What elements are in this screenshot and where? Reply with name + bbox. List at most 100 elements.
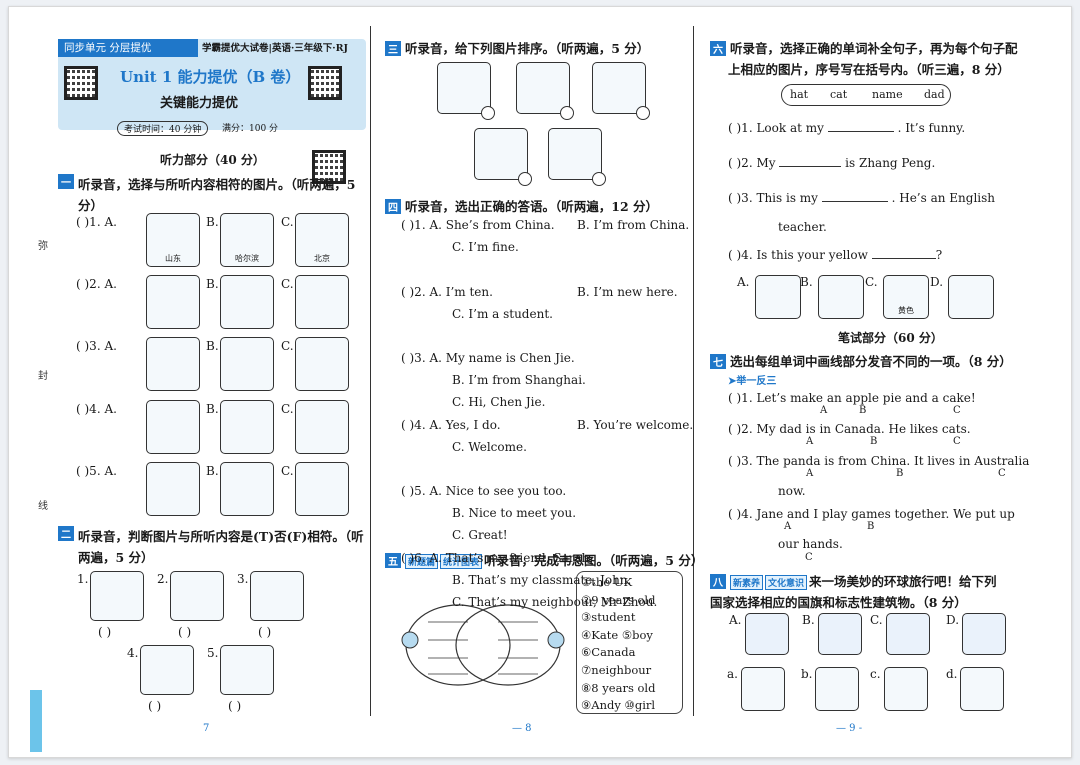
picture-option[interactable] [295,462,349,516]
s1-item: ( )2. A. [76,277,117,291]
s2-picture [220,645,274,695]
option-letter: d. [946,667,958,681]
answer-paren[interactable]: ( ) [148,699,162,713]
picture-option[interactable] [220,337,274,391]
picture-option[interactable] [220,400,274,454]
building-picture[interactable] [884,667,928,711]
picture-option[interactable] [146,462,200,516]
s4-option-b: B. I’m from Shanghai. [452,373,586,387]
section-number: 四 [385,199,401,214]
qr-code [64,66,98,100]
s6-post: . He’s an English [891,191,996,205]
section-number: 一 [58,174,74,189]
word: cat [830,88,848,101]
section-2-title: 二听录音，判断图片与所听内容是(T)否(F)相符。（听两遍，5 分） [58,526,368,568]
answer-paren[interactable]: ( ) [258,625,272,639]
s2-number: 5. [207,646,219,660]
s4-option-c: C. Hi, Chen Jie. [452,395,546,409]
section-1-title: 一听录音，选择与所听内容相符的图片。（听两遍，5 分） [58,174,358,216]
answer-blank[interactable] [827,131,894,132]
answer-blank[interactable] [779,166,842,167]
section-8-title-2: 国家选择相应的国旗和标志性建筑物。（8 分） [710,595,967,610]
s4-option-b: B. That’s my classmate, John. [452,572,632,587]
unit-title: Unit 1 能力提优（B 卷） [120,68,301,86]
section-text: 听录音，选择与所听内容相符的图片。（听两遍，5 分） [78,177,356,213]
picture-caption: 北京 [314,254,330,263]
option-letter: C. [281,464,294,478]
order-circle[interactable] [636,106,650,120]
picture-option[interactable] [146,337,200,391]
picture-option[interactable] [295,400,349,454]
flag-picture[interactable] [818,613,862,655]
marker-b: B [870,436,878,447]
s4-question: ( )2. A. I’m ten. [401,284,493,299]
picture-option[interactable] [295,275,349,329]
s2-number: 2. [157,572,169,586]
option-letter: b. [801,667,813,681]
flag-picture[interactable] [745,613,789,655]
picture-option[interactable] [295,337,349,391]
order-circle[interactable] [518,172,532,186]
exam-time: 考试时间：40 分钟 [117,121,209,136]
s6-picture[interactable] [948,275,994,319]
order-circle[interactable] [592,172,606,186]
option-letter: C. [281,402,294,416]
tag-culture: 文化意识 [765,575,808,590]
marker-b: B [896,468,904,479]
s2-picture [170,571,224,621]
binding-strip [30,690,42,752]
full-score: 满分：100 分 [222,124,279,134]
s6-post: ? [935,248,943,262]
s6-item: ( )2. My is Zhang Peng. [728,156,935,170]
qr-code [312,150,346,184]
picture-option[interactable] [220,275,274,329]
option-letter: C. [281,277,294,291]
picture-option[interactable] [146,400,200,454]
marker-a: A [820,405,828,416]
s4-question: ( )5. A. Nice to see you too. [401,484,567,498]
venn-options: ①the UK ②9 years old ③student ④Kate ⑤boy… [576,571,683,714]
option: ②9 years old [581,592,656,607]
order-circle[interactable] [481,106,495,120]
section-number: 三 [385,41,401,56]
picture-option[interactable]: 山东 [146,213,200,267]
marker-a: A [806,468,814,479]
page-number: — 9 - [836,723,863,734]
section-text: 听录音，选择正确的单词补全句子，再为每个句子配 [730,41,1018,56]
order-circle[interactable] [560,106,574,120]
picture-option[interactable]: 哈尔滨 [220,213,274,267]
flag-picture[interactable] [962,613,1006,655]
option: ⑧8 years old [581,680,656,695]
option-letter: C. [870,613,883,627]
s4-option-c: C. That’s my neighbour, Mr Zhou. [452,594,658,609]
answer-blank[interactable] [821,201,888,202]
picture-option[interactable] [146,275,200,329]
s2-number: 3. [237,572,249,586]
series-label: 同步单元 分层提优 [58,39,198,57]
picture-option[interactable]: 北京 [295,213,349,267]
option-letter: B. [206,339,219,353]
section-number: 六 [710,41,726,56]
s7-continue: our hands. [778,537,843,551]
s6-picture[interactable]: 黄色 [883,275,929,319]
flag-picture[interactable] [886,613,930,655]
s4-question: ( )6. A. That’s my friend, Sarah. [401,550,594,565]
answer-blank[interactable] [871,258,936,259]
picture-option[interactable] [220,462,274,516]
s4-option-c: C. I’m a student. [452,306,553,321]
answer-paren[interactable]: ( ) [178,625,192,639]
qr-code [308,66,342,100]
answer-paren[interactable]: ( ) [228,699,242,713]
s6-pre: ( )1. Look at my [728,121,824,135]
s6-picture[interactable] [818,275,864,319]
building-picture[interactable] [960,667,1004,711]
marker-c: C [998,468,1006,479]
building-picture[interactable] [741,667,785,711]
answer-paren[interactable]: ( ) [98,625,112,639]
building-picture[interactable] [815,667,859,711]
section-number: 八 [710,574,726,589]
s6-picture[interactable] [755,275,801,319]
sub-label: ➤举一反三 [728,376,777,387]
marker-c: C [953,436,961,447]
s2-picture [250,571,304,621]
